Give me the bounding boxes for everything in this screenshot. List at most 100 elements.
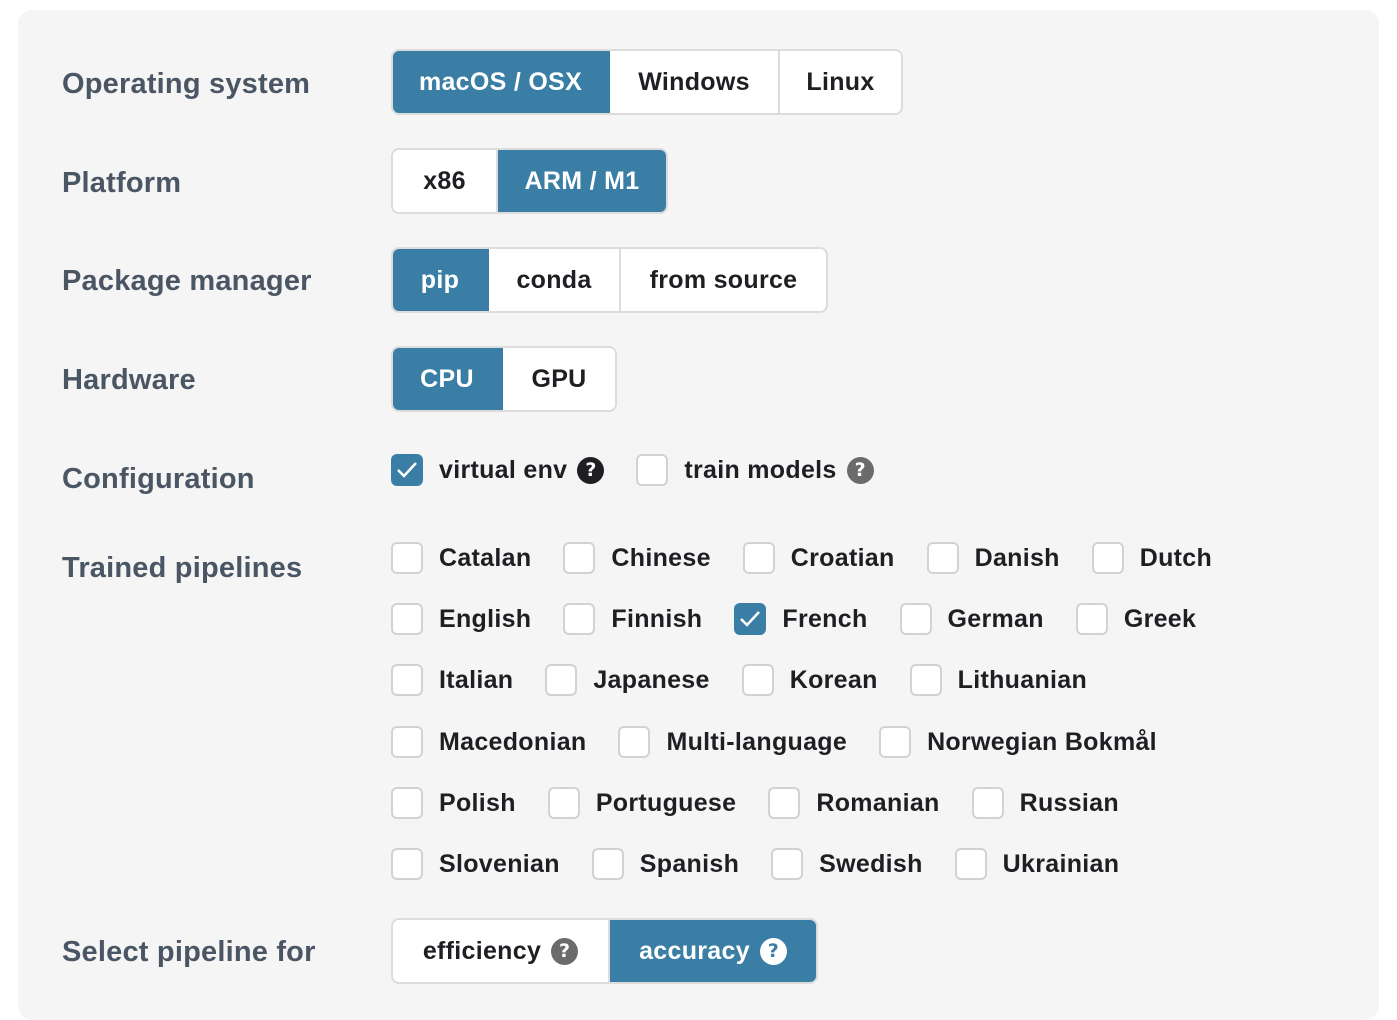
label-hardware: Hardware — [62, 364, 196, 396]
checkbox[interactable] — [734, 603, 767, 635]
os-option-macos[interactable]: macOS / OSX — [393, 51, 610, 113]
pipeline-option[interactable]: Japanese — [545, 664, 709, 696]
checkbox-label: Greek — [1123, 604, 1197, 633]
checkbox-label: English — [439, 604, 532, 633]
checkbox[interactable] — [391, 726, 423, 758]
checkbox[interactable] — [391, 848, 423, 880]
pipeline-option[interactable]: English — [391, 603, 531, 635]
mode-option-accuracy[interactable]: accuracy ? — [610, 920, 816, 982]
hw-option-cpu[interactable]: CPU — [393, 348, 503, 410]
checkbox[interactable] — [591, 848, 624, 880]
checkbox[interactable] — [879, 726, 912, 758]
platform-option-x86[interactable]: x86 — [393, 150, 498, 212]
pipeline-option[interactable]: Slovenian — [391, 848, 560, 880]
pipeline-option[interactable]: Chinese — [563, 542, 710, 574]
mode-option-efficiency[interactable]: efficiency ? — [393, 920, 610, 982]
checkbox-label: French — [782, 604, 868, 633]
label-package-manager: Package manager — [62, 265, 312, 297]
checkbox-label: Portuguese — [595, 788, 737, 817]
checkbox[interactable] — [971, 787, 1004, 819]
checkbox[interactable] — [391, 542, 423, 574]
checkbox[interactable] — [618, 726, 651, 758]
label-select-pipeline-for: Select pipeline for — [62, 936, 316, 968]
pipeline-option[interactable]: German — [899, 603, 1044, 635]
pipeline-option[interactable]: Portuguese — [547, 787, 737, 819]
pipeline-option[interactable]: Ukrainian — [954, 848, 1120, 880]
pipeline-option[interactable]: French — [734, 603, 867, 635]
label-platform: Platform — [62, 167, 182, 199]
checkbox[interactable] — [563, 542, 596, 574]
pm-option-pip[interactable]: pip — [393, 249, 489, 311]
pipeline-option[interactable]: Croatian — [742, 542, 895, 574]
checkbox[interactable] — [1075, 603, 1108, 635]
package-manager-selector: pip conda from source — [391, 247, 828, 313]
checkbox-label: Macedonian — [439, 727, 587, 756]
checkbox[interactable] — [391, 454, 423, 486]
checkbox[interactable] — [742, 542, 775, 574]
pipeline-option[interactable]: Swedish — [771, 848, 923, 880]
pipeline-option[interactable]: Russian — [971, 787, 1119, 819]
checkbox-label: Lithuanian — [957, 665, 1088, 694]
pipeline-option[interactable]: Romanian — [768, 787, 939, 819]
checkbox-label: Korean — [789, 665, 878, 694]
pipeline-option[interactable]: Macedonian — [391, 726, 586, 758]
checkbox-label: Norwegian Bokmål — [927, 727, 1157, 756]
label-configuration: Configuration — [62, 463, 255, 495]
checkbox[interactable] — [926, 542, 959, 574]
checkbox-label: Russian — [1019, 788, 1119, 817]
pipeline-option[interactable]: Dutch — [1091, 542, 1213, 574]
checkbox[interactable] — [391, 664, 423, 696]
pipeline-option[interactable]: Catalan — [391, 542, 531, 574]
help-icon[interactable]: ? — [577, 456, 605, 484]
pipeline-option[interactable]: Greek — [1075, 603, 1197, 635]
checkbox-label: Chinese — [611, 543, 711, 572]
checkbox[interactable] — [1091, 542, 1124, 574]
pipeline-option[interactable]: Danish — [926, 542, 1060, 574]
checkbox[interactable] — [899, 603, 932, 635]
platform-selector: x86 ARM / M1 — [391, 148, 668, 214]
os-option-linux[interactable]: Linux — [780, 51, 901, 113]
checkbox-label: Italian — [439, 665, 514, 694]
checkbox[interactable] — [545, 664, 578, 696]
checkbox[interactable] — [391, 787, 423, 819]
checkbox[interactable] — [391, 603, 423, 635]
checkbox[interactable] — [563, 603, 596, 635]
option-label: efficiency — [422, 936, 542, 965]
pipeline-option[interactable]: Italian — [391, 664, 513, 696]
pipeline-option[interactable]: Finnish — [563, 603, 702, 635]
checkbox-label: virtual env — [439, 455, 568, 484]
hardware-selector: CPU GPU — [391, 346, 617, 412]
hw-option-gpu[interactable]: GPU — [503, 348, 615, 410]
pipeline-option[interactable]: Korean — [741, 664, 878, 696]
pipeline-option[interactable]: Norwegian Bokmål — [879, 726, 1157, 758]
pipeline-option[interactable]: Lithuanian — [909, 664, 1088, 696]
checkbox-label: Romanian — [816, 788, 940, 817]
help-icon[interactable]: ? — [846, 456, 874, 484]
pm-option-conda[interactable]: conda — [489, 249, 621, 311]
pipeline-option[interactable]: Spanish — [591, 848, 739, 880]
checkbox[interactable] — [909, 664, 942, 696]
checkbox[interactable] — [771, 848, 804, 880]
help-icon[interactable]: ? — [759, 937, 787, 965]
checkbox[interactable] — [954, 848, 987, 880]
config-train-models[interactable]: train models ? — [636, 454, 874, 486]
checkbox[interactable] — [741, 664, 774, 696]
checkbox-label: Ukrainian — [1002, 849, 1120, 878]
pipeline-option[interactable]: Polish — [391, 787, 516, 819]
pm-option-source[interactable]: from source — [621, 249, 826, 311]
checkbox-label: Dutch — [1139, 543, 1213, 572]
check-icon — [740, 611, 761, 627]
pipeline-option[interactable]: Multi-language — [618, 726, 847, 758]
help-icon[interactable]: ? — [551, 937, 579, 965]
os-option-windows[interactable]: Windows — [610, 51, 780, 113]
pipeline-row: Slovenian Spanish Swedish Ukrainian — [391, 844, 1151, 884]
check-icon — [397, 462, 417, 478]
config-virtual-env[interactable]: virtual env ? — [391, 454, 605, 486]
checkbox-label: Danish — [974, 543, 1060, 572]
checkbox[interactable] — [768, 787, 801, 819]
checkbox[interactable] — [636, 454, 669, 486]
platform-option-arm[interactable]: ARM / M1 — [498, 150, 666, 212]
checkbox[interactable] — [547, 787, 580, 819]
checkbox-label: German — [947, 604, 1044, 633]
configuration-options: virtual env ? train models ? — [391, 450, 906, 490]
